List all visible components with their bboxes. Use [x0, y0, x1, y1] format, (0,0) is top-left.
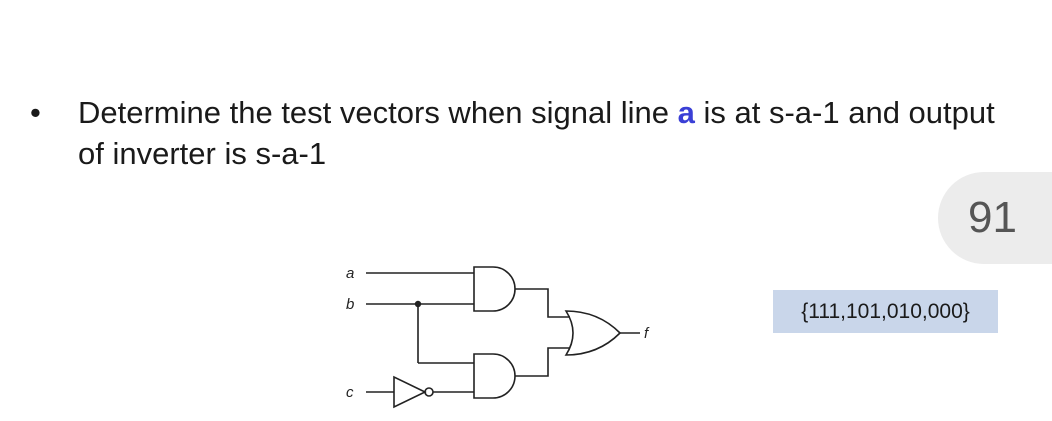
junction-dot — [414, 300, 422, 308]
and-gate-2 — [473, 353, 516, 399]
bullet-icon: • — [30, 95, 41, 130]
question-part1: Determine the test vectors when signal l… — [78, 95, 678, 130]
question-text: Determine the test vectors when signal l… — [78, 92, 1028, 174]
page-number: 91 — [968, 193, 1017, 242]
label-b: b — [346, 296, 354, 313]
label-c: c — [346, 384, 354, 401]
logic-circuit-diagram: a b c f — [346, 265, 650, 409]
inverter-gate — [393, 375, 427, 409]
label-f: f — [644, 325, 650, 342]
label-a: a — [346, 265, 354, 282]
question-part2: is at s-a-1 and output of inverter is s-… — [78, 95, 995, 171]
and-gate-1 — [473, 266, 516, 312]
page-number-badge — [938, 172, 1052, 264]
wire-and1-out — [515, 288, 570, 318]
highlighted-signal: a — [677, 95, 695, 130]
or-gate — [564, 310, 622, 356]
wire-and2-out — [515, 347, 570, 377]
answer-box: {111,101,010,000} — [773, 290, 998, 333]
